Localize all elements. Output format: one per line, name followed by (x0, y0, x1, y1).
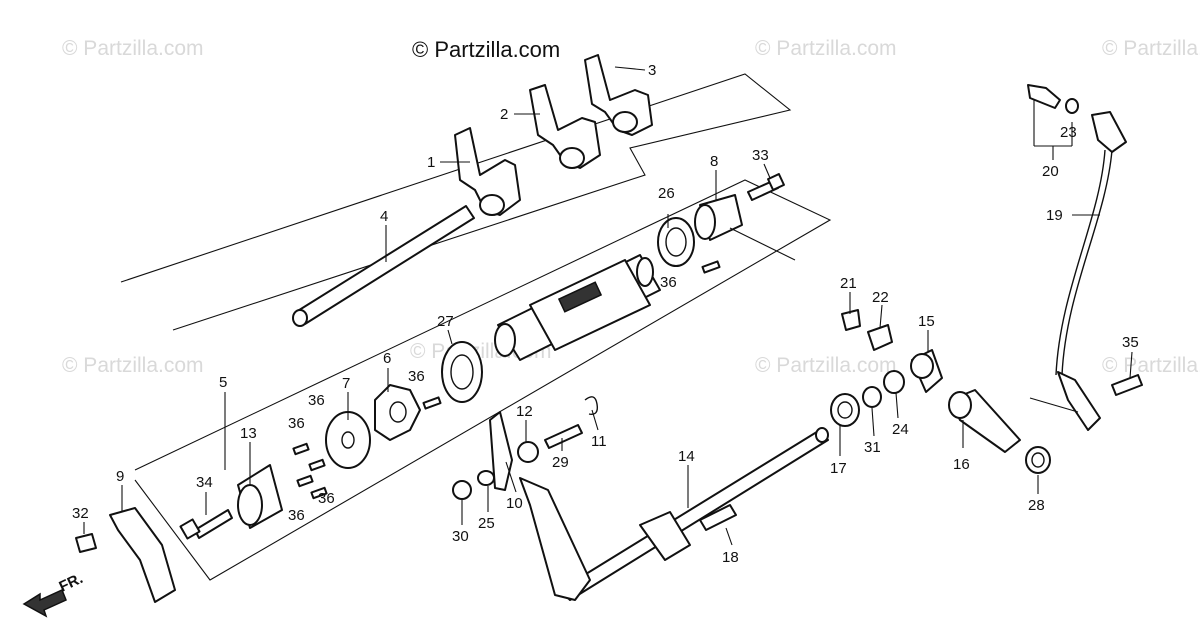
callout-32: 32 (72, 505, 89, 522)
callout-36: 36 (318, 490, 335, 507)
watermark: © Partzilla.com (755, 37, 897, 60)
callout-8: 8 (710, 153, 718, 170)
shift-link (1055, 111, 1127, 431)
callout-28: 28 (1028, 497, 1045, 514)
callout-20: 20 (1042, 163, 1059, 180)
callout-27: 27 (437, 313, 454, 330)
shift-shaft (948, 389, 1021, 453)
drum-collar (237, 464, 283, 529)
callout-2: 2 (500, 106, 508, 123)
leader-lines (83, 66, 1133, 546)
bolt-35 (1111, 374, 1143, 396)
watermark-layer: © Partzilla.com © Partzilla.com © Partzi… (62, 37, 1200, 377)
callout-1: 1 (427, 154, 435, 171)
watermark: © Partzilla.com (62, 354, 204, 377)
callout-18: 18 (722, 549, 739, 566)
watermark: © Partzilla.com (1102, 354, 1200, 377)
callout-16: 16 (953, 456, 970, 473)
callout-6: 6 (383, 350, 391, 367)
callout-24: 24 (892, 421, 909, 438)
stopper-pin (699, 504, 737, 531)
watermark: © Partzilla.com (755, 354, 897, 377)
shift-drum (494, 254, 661, 361)
front-direction-marker: FR. (22, 570, 86, 618)
bearing-27 (441, 341, 483, 403)
cam-plate (325, 411, 371, 469)
shift-cam (374, 384, 421, 441)
return-spring (830, 393, 860, 427)
callout-23: 23 (1060, 124, 1077, 141)
callout-7: 7 (342, 375, 350, 392)
callout-36: 36 (288, 415, 305, 432)
callout-labels: 1 2 3 4 5 6 7 8 9 10 11 12 13 14 15 16 1… (72, 62, 1139, 566)
small-hardware (452, 396, 599, 500)
shift-fork-3 (584, 54, 653, 136)
callout-14: 14 (678, 448, 695, 465)
assembly-arrow (1029, 397, 1079, 413)
front-arrow-icon (22, 588, 67, 618)
callout-9: 9 (116, 468, 124, 485)
bolt-33 (747, 173, 785, 201)
drum-cap (694, 194, 743, 241)
plate-22 (867, 324, 893, 351)
front-label: FR. (57, 570, 86, 596)
callout-13: 13 (240, 425, 257, 442)
callout-29: 29 (552, 454, 569, 471)
shift-fork-2 (529, 84, 601, 169)
adjuster-bolt (1027, 84, 1061, 109)
drum-assembly-outline (134, 179, 832, 581)
callout-36: 36 (308, 392, 325, 409)
shift-fork-1 (454, 127, 521, 216)
copyright-notice: © Partzilla.com (412, 37, 560, 62)
callout-21: 21 (840, 275, 857, 292)
callout-35: 35 (1122, 334, 1139, 351)
callout-26: 26 (658, 185, 675, 202)
bolt-32 (75, 533, 97, 553)
callout-17: 17 (830, 460, 847, 477)
callout-11: 11 (591, 433, 607, 450)
callout-15: 15 (918, 313, 935, 330)
fork-assembly-outline (120, 73, 792, 331)
callout-22: 22 (872, 289, 889, 306)
oil-seal (1025, 446, 1051, 474)
callout-31: 31 (864, 439, 881, 456)
gearshift-spindle (519, 427, 829, 601)
watermark: © Partzilla.com (1102, 37, 1200, 60)
bolt-21 (841, 309, 861, 331)
callout-30: 30 (452, 528, 469, 545)
bolt-34 (179, 509, 233, 540)
callout-10: 10 (506, 495, 523, 512)
callout-12: 12 (516, 403, 533, 420)
callout-34: 34 (196, 474, 213, 491)
assembly-arrow (729, 227, 796, 261)
washer-24 (883, 370, 905, 394)
dowel-pins (292, 260, 721, 500)
fork-shaft (292, 205, 475, 327)
stopper-plate (109, 507, 176, 603)
callout-33: 33 (752, 147, 769, 164)
callout-4: 4 (380, 208, 388, 225)
watermark: © Partzilla.com (62, 37, 204, 60)
washer-31 (862, 386, 882, 408)
washer-23 (1065, 98, 1079, 114)
callout-25: 25 (478, 515, 495, 532)
bearing-26 (657, 217, 695, 267)
callout-36: 36 (660, 274, 677, 291)
callout-5: 5 (219, 374, 227, 391)
shift-arm (910, 349, 943, 393)
callout-19: 19 (1046, 207, 1063, 224)
callout-3: 3 (648, 62, 656, 79)
callout-36: 36 (408, 368, 425, 385)
callout-36: 36 (288, 507, 305, 524)
